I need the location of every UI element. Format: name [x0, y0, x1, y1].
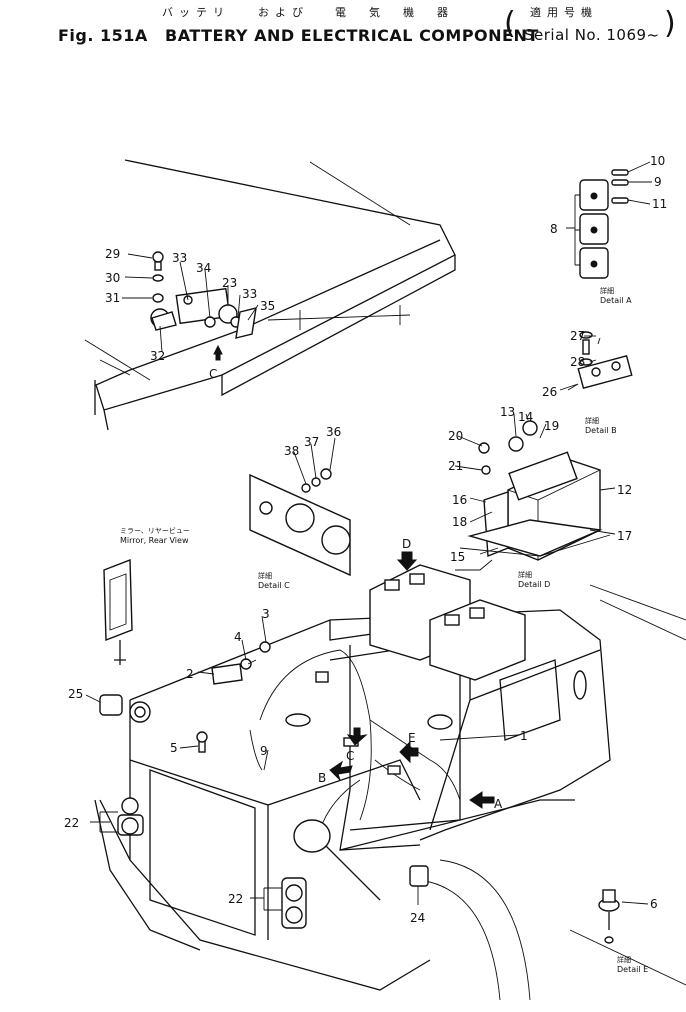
open-paren: (: [504, 6, 516, 41]
mirror-label: Mirror, Rear View: [120, 536, 189, 545]
callout-15: 15: [450, 550, 465, 564]
callout-8: 8: [550, 222, 558, 236]
detail-a-label: Detail A: [600, 296, 632, 305]
view-letter-a: A: [494, 797, 503, 811]
detail-e-label: Detail E: [617, 965, 648, 974]
callout-28: 28: [570, 355, 585, 369]
wiring-harness: [249, 649, 461, 853]
callout-22-a: 22: [64, 816, 79, 830]
callout-27: 27: [570, 329, 585, 343]
detail-d-jp: 詳細: [518, 570, 532, 579]
callout-35: 35: [260, 299, 275, 313]
serial-range: Serial No. 1069~: [524, 26, 660, 44]
title-jp-battery: バッテリ: [162, 6, 230, 19]
callout-24: 24: [410, 911, 425, 925]
callout-4: 4: [234, 630, 242, 644]
detail-e-part: [569, 889, 686, 986]
mirror-label-jp: ミラー、リヤービュー: [120, 526, 190, 535]
detail-d-label: Detail D: [518, 580, 550, 589]
detail-c-jp: 詳細: [258, 571, 272, 580]
close-paren: ): [664, 6, 676, 41]
callout-23: 23: [222, 276, 237, 290]
callout-1: 1: [520, 729, 528, 743]
figure-label: Fig. 151A: [58, 26, 148, 45]
callout-14: 14: [518, 410, 533, 424]
view-letter-d: D: [402, 537, 411, 551]
callout-30: 30: [105, 271, 120, 285]
callout-2: 2: [186, 667, 194, 681]
callout-3: 3: [262, 607, 270, 621]
callout-34: 34: [196, 261, 211, 275]
callout-12: 12: [617, 483, 632, 497]
callout-32: 32: [150, 349, 165, 363]
boom-structure: [84, 159, 456, 431]
detail-b-label: Detail B: [585, 426, 617, 435]
view-letter-b: B: [318, 771, 326, 785]
detail-c-assembly: C: [150, 251, 257, 381]
callout-16: 16: [452, 493, 467, 507]
callout-20: 20: [448, 429, 463, 443]
callout-22-b: 22: [228, 892, 243, 906]
callout-19: 19: [544, 419, 559, 433]
detail-a-assembly: [566, 161, 652, 279]
detail-b-assembly: [567, 331, 633, 391]
callout-6: 6: [650, 897, 658, 911]
callout-37: 37: [304, 435, 319, 449]
callout-31: 31: [105, 291, 120, 305]
callout-29: 29: [105, 247, 120, 261]
callout-5: 5: [170, 741, 178, 755]
callout-36: 36: [326, 425, 341, 439]
rear-view-mirror: [103, 558, 133, 665]
callout-21: 21: [448, 459, 463, 473]
view-letter-e: E: [408, 731, 416, 745]
battery-assembly: [455, 420, 611, 571]
callout-9: 9: [654, 175, 662, 189]
detail-c-label: Detail C: [258, 581, 290, 590]
callout-33-b: 33: [242, 287, 257, 301]
gauge-panel: [249, 468, 351, 577]
callout-10: 10: [650, 154, 665, 168]
title-jp-and: および: [258, 6, 309, 19]
lamps: [99, 694, 429, 929]
callout-38: 38: [284, 444, 299, 458]
view-letter-c-lower: C: [346, 749, 354, 763]
view-letter-c-top: C: [209, 367, 217, 381]
parts-2-5: [196, 641, 271, 753]
battery-box-top: [369, 551, 526, 681]
callout-18: 18: [452, 515, 467, 529]
view-arrows: B C E A D: [318, 537, 503, 811]
detail-b-jp: 詳細: [585, 416, 599, 425]
callout-9-lower: 9: [260, 744, 268, 758]
title-jp-applicable: 適用号機: [530, 6, 598, 19]
callout-25: 25: [68, 687, 83, 701]
callout-26: 26: [542, 385, 557, 399]
callout-11: 11: [652, 197, 667, 211]
page-title: BATTERY AND ELECTRICAL COMPONENT: [165, 26, 539, 45]
detail-e-jp: 詳細: [617, 955, 631, 964]
callout-17: 17: [617, 529, 632, 543]
callout-33-a: 33: [172, 251, 187, 265]
detail-a-jp: 詳細: [600, 286, 614, 295]
leader-lines: [85, 253, 649, 911]
title-jp-electrical: 電 気 機 器: [335, 6, 454, 19]
callout-13: 13: [500, 405, 515, 419]
